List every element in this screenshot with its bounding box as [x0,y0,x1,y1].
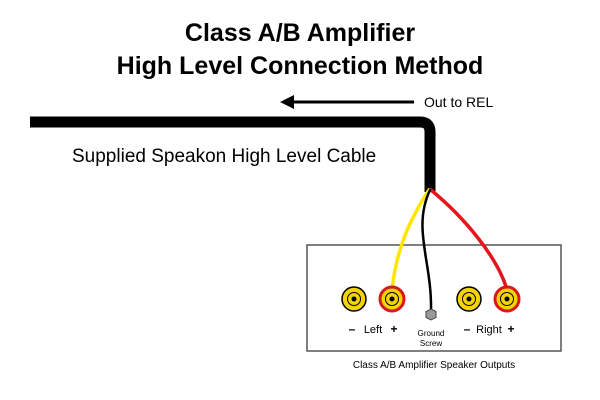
right-negative-terminal [456,286,482,312]
left-negative-terminal [341,286,367,312]
right-minus-sign: – [464,322,471,336]
right-label: Right [476,324,502,336]
red-wire [429,188,509,292]
yellow-wire [390,188,431,292]
left-minus-sign: – [349,322,356,336]
right-plus-sign: + [507,322,514,336]
ground-wire [421,188,433,312]
left-label: Left [364,324,382,336]
left-positive-terminal [378,285,406,313]
ground-label-line-2: Screw [420,339,442,348]
left-plus-sign: + [390,322,397,336]
panel-caption: Class A/B Amplifier Speaker Outputs [353,360,515,371]
direction-arrow [280,95,414,109]
speakon-cable [30,116,436,192]
cable-label: Supplied Speakon High Level Cable [72,146,376,167]
title-line-1: Class A/B Amplifier [185,19,415,47]
direction-label: Out to REL [424,94,493,110]
ground-screw [425,308,437,321]
right-positive-terminal [493,285,521,313]
ground-label-line-1: Ground [418,329,445,338]
title-line-2: High Level Connection Method [117,52,484,80]
